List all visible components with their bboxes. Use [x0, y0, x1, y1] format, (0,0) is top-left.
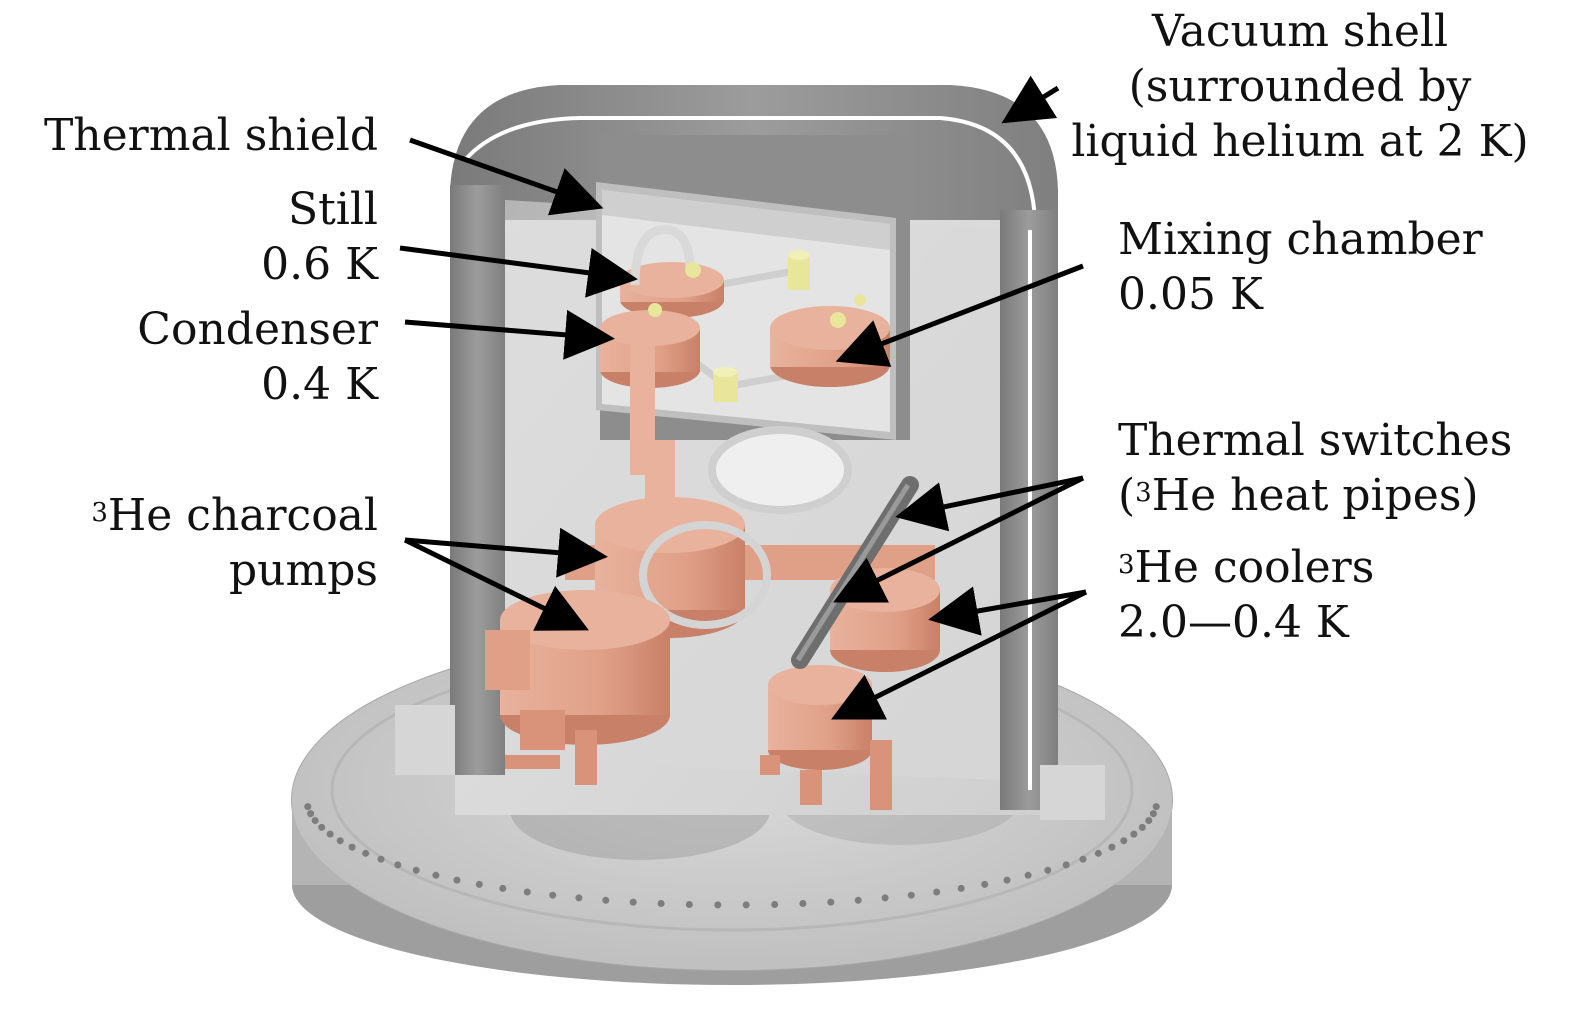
- bolt-hole: [318, 823, 326, 831]
- bolt-hole: [1120, 837, 1128, 845]
- bolt-hole: [981, 880, 989, 888]
- arrow-switch-upper: [895, 475, 1084, 532]
- arrow-pump-back: [404, 527, 608, 578]
- arrow-still: [399, 245, 638, 298]
- bolt-hole: [394, 861, 402, 869]
- charcoal-pumps-sup: 3: [91, 498, 108, 528]
- bolt-hole: [1003, 876, 1011, 884]
- bolt-hole: [1138, 823, 1146, 831]
- arrow-mixing-chamber: [835, 263, 1084, 367]
- condenser-temp: 0.4 K: [261, 359, 378, 410]
- charcoal-pumps-line1: 3He charcoal: [0, 488, 378, 543]
- bolt-hole: [1108, 843, 1116, 851]
- coolers-temp: 2.0—0.4 K: [1118, 597, 1349, 648]
- bolt-hole: [307, 810, 315, 818]
- bolt-hole: [881, 894, 889, 902]
- bolt-hole: [311, 817, 319, 824]
- arrow-condenser: [404, 309, 615, 360]
- bolt-hole: [432, 871, 440, 879]
- label-coolers: 3He coolers 2.0—0.4 K: [1118, 540, 1558, 650]
- arrow-pump-front: [403, 537, 589, 631]
- coolers-text: He coolers: [1134, 542, 1375, 593]
- label-charcoal-pumps: 3He charcoal pumps: [0, 488, 378, 598]
- bolt-hole: [907, 891, 915, 899]
- arrow-vacuum-shell: [1001, 75, 1060, 124]
- vacuum-shell-line2: (surrounded by: [1128, 61, 1472, 112]
- vacuum-shell-line3: liquid helium at 2 K): [1071, 116, 1529, 167]
- bolt-hole: [304, 803, 312, 811]
- bolt-hole: [453, 876, 461, 884]
- arrow-thermal-shield: [409, 137, 604, 216]
- coolers-sup: 3: [1118, 550, 1135, 580]
- bolt-hole: [336, 837, 344, 845]
- bolt-hole: [549, 891, 557, 899]
- thermal-shield-text: Thermal shield: [43, 110, 378, 161]
- bolt-holes: [304, 803, 1160, 909]
- bolt-hole: [1152, 803, 1160, 811]
- still-name: Still: [287, 184, 378, 235]
- thermal-switches-paren: (: [1118, 470, 1136, 521]
- leader-arrows: [399, 75, 1088, 720]
- charcoal-pumps-text: He charcoal: [107, 490, 378, 541]
- label-mixing-chamber: Mixing chamber 0.05 K: [1118, 212, 1558, 322]
- label-thermal-shield: Thermal shield: [0, 108, 378, 163]
- bolt-hole: [933, 888, 941, 896]
- bolt-hole: [771, 901, 779, 908]
- bolt-hole: [499, 884, 507, 892]
- bolt-hole: [412, 866, 420, 874]
- bolt-hole: [1079, 855, 1087, 863]
- bolt-hole: [742, 901, 750, 909]
- mixing-chamber-temp: 0.05 K: [1118, 269, 1263, 320]
- bolt-hole: [1145, 817, 1153, 824]
- vacuum-shell-line1: Vacuum shell: [1151, 6, 1449, 57]
- thermal-switches-line2: (3He heat pipes): [1118, 468, 1563, 523]
- charcoal-pumps-line2: pumps: [229, 545, 378, 596]
- bolt-hole: [629, 898, 637, 906]
- thermal-switches-rest: He heat pipes): [1151, 470, 1479, 521]
- bolt-hole: [348, 843, 356, 851]
- coolers-line1: 3He coolers: [1118, 540, 1558, 595]
- bolt-hole: [377, 855, 385, 863]
- bolt-hole: [957, 884, 965, 892]
- label-thermal-switches: Thermal switches (3He heat pipes): [1118, 413, 1563, 523]
- bolt-hole: [1062, 861, 1070, 869]
- label-vacuum-shell: Vacuum shell (surrounded by liquid heliu…: [1040, 4, 1560, 169]
- label-condenser: Condenser 0.4 K: [0, 302, 378, 412]
- bolt-hole: [1044, 866, 1052, 874]
- bolt-hole: [602, 896, 610, 904]
- label-still: Still 0.6 K: [0, 182, 378, 292]
- bolt-hole: [1094, 849, 1102, 857]
- bolt-hole: [827, 898, 835, 906]
- bolt-hole: [714, 901, 722, 909]
- bolt-hole: [854, 896, 862, 904]
- thermal-switches-line1: Thermal switches: [1118, 415, 1513, 466]
- bolt-hole: [475, 880, 483, 888]
- bolt-hole: [575, 894, 583, 902]
- arrow-cooler-lower: [831, 589, 1088, 720]
- bolt-hole: [685, 901, 693, 908]
- bolt-hole: [799, 900, 807, 907]
- thermal-switches-sup: 3: [1135, 478, 1152, 508]
- bolt-hole: [657, 900, 665, 907]
- mixing-chamber-name: Mixing chamber: [1118, 214, 1483, 265]
- arrow-switch-lower: [833, 475, 1085, 603]
- arrow-cooler-upper: [928, 586, 1087, 636]
- bolt-hole: [362, 849, 370, 857]
- bolt-hole: [523, 888, 531, 896]
- still-temp: 0.6 K: [261, 239, 378, 290]
- bolt-hole: [326, 830, 334, 838]
- bolt-hole: [1130, 830, 1138, 838]
- condenser-name: Condenser: [137, 304, 378, 355]
- bolt-hole: [1024, 871, 1032, 879]
- bolt-hole: [1149, 810, 1157, 818]
